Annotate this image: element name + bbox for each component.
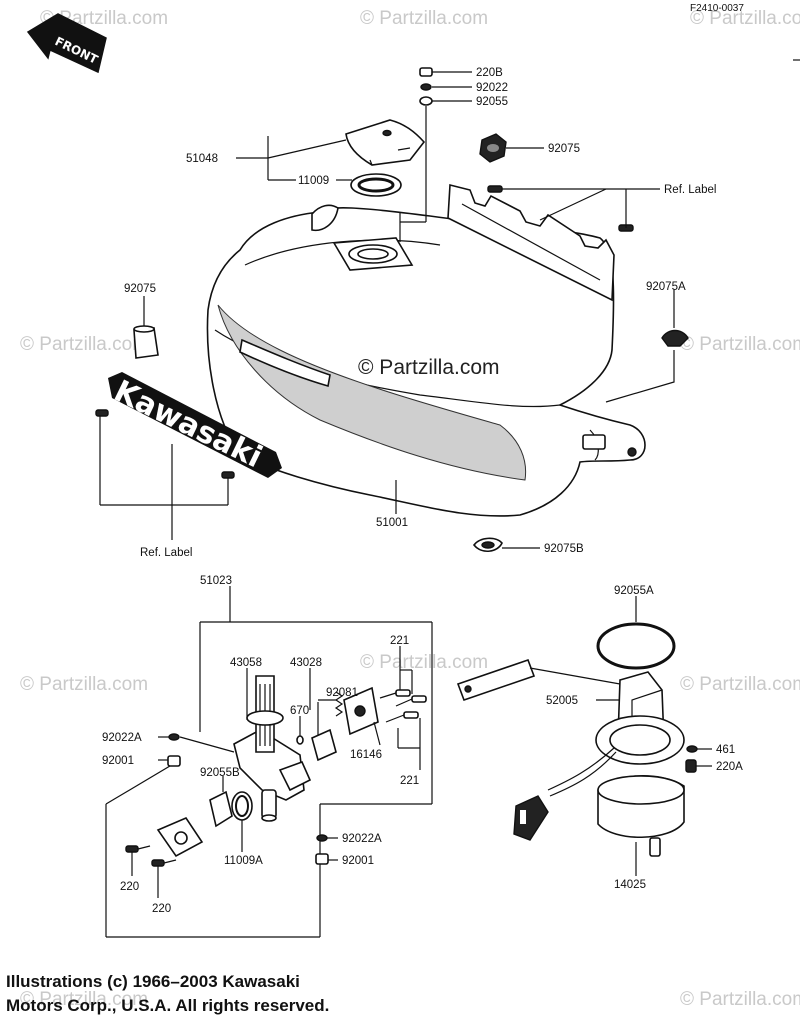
- fuel-tank: [206, 204, 646, 517]
- washer-bolt-left: [158, 733, 235, 767]
- label-92022: 92022: [476, 82, 508, 94]
- label-461: 461: [716, 744, 735, 756]
- label-ref-top: Ref. Label: [664, 184, 716, 196]
- label-92055: 92055: [476, 96, 508, 108]
- screws-221: [379, 646, 427, 770]
- watermark: © Partzilla.com: [680, 334, 800, 355]
- label-11009: 11009: [298, 175, 329, 187]
- outlet-parts: [156, 776, 253, 858]
- label-670: 670: [290, 705, 309, 717]
- watermark-center: © Partzilla.com: [358, 356, 500, 379]
- label-92075B: 92075B: [544, 543, 584, 555]
- copyright-line-1: Illustrations (c) 1966–2003 Kawasaki: [6, 972, 300, 991]
- part-labels: 220B 92022 92055 92075 51048 11009 Ref. …: [102, 67, 743, 915]
- label-43028: 43028: [290, 657, 322, 669]
- label-51023: 51023: [200, 575, 232, 587]
- cap-gasket: [350, 173, 402, 197]
- label-92022A-right: 92022A: [342, 833, 382, 845]
- top-fasteners: [399, 67, 472, 242]
- grommet-92075A: [605, 290, 689, 403]
- side-plate: [447, 183, 660, 302]
- label-51001: 51001: [376, 517, 408, 529]
- label-92055B: 92055B: [200, 767, 240, 779]
- copyright-line-2: Motors Corp., U.S.A. All rights reserved…: [6, 996, 330, 1015]
- watermark: © Partzilla.com: [680, 674, 800, 695]
- label-52005: 52005: [546, 695, 578, 707]
- label-220-a: 220: [120, 881, 139, 893]
- watermark-layer: © Partzilla.com © Partzilla.com © Partzi…: [20, 8, 800, 1010]
- label-92001-left: 92001: [102, 755, 134, 767]
- petcock-body: [233, 668, 381, 822]
- watermark: © Partzilla.com: [680, 989, 800, 1010]
- fuel-gauge-sender: [456, 596, 712, 876]
- front-arrow-icon: FRONT: [26, 13, 107, 74]
- label-14025: 14025: [614, 879, 646, 891]
- label-221-bottom: 221: [400, 775, 419, 787]
- tank-cap: [345, 119, 426, 166]
- watermark: © Partzilla.com: [360, 8, 488, 29]
- watermark: © Partzilla.com: [20, 334, 148, 355]
- label-51048: 51048: [186, 153, 218, 165]
- label-92001-right: 92001: [342, 855, 374, 867]
- label-92055A: 92055A: [614, 585, 654, 597]
- label-92081: 92081: [326, 687, 358, 699]
- label-16146: 16146: [350, 749, 382, 761]
- label-92022A-left: 92022A: [102, 732, 142, 744]
- copyright-notice: Illustrations (c) 1966–2003 Kawasaki Mot…: [6, 970, 426, 1018]
- cap-nut-92075-top: [479, 133, 544, 163]
- label-220B: 220B: [476, 67, 503, 79]
- label-221-top: 221: [390, 635, 409, 647]
- label-220-b: 220: [152, 903, 171, 915]
- grommet-92075-left: [133, 296, 159, 359]
- label-92075-left: 92075: [124, 283, 156, 295]
- washer-bolt-right: [315, 834, 338, 865]
- diagram-code: F2410-0037: [690, 3, 744, 14]
- watermark: © Partzilla.com: [20, 674, 148, 695]
- label-ref-bottom: Ref. Label: [140, 547, 192, 559]
- label-11009A: 11009A: [224, 855, 263, 867]
- watermark: © Partzilla.com: [20, 989, 148, 1010]
- label-92075-top: 92075: [548, 143, 580, 155]
- grommet-92075B: [472, 537, 540, 552]
- watermark: © Partzilla.com: [690, 8, 800, 29]
- label-43058: 43058: [230, 657, 262, 669]
- screws-220: [125, 845, 177, 898]
- watermark: © Partzilla.com: [360, 652, 488, 673]
- label-220A: 220A: [716, 761, 743, 773]
- petcock-assembly-frame: [105, 586, 433, 938]
- label-92075A: 92075A: [646, 281, 686, 293]
